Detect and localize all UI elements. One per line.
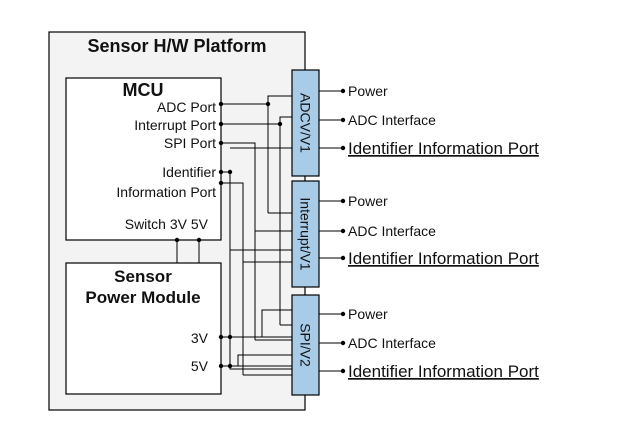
output-dot [340,145,346,151]
output-dot [340,88,346,94]
mcu-port-spi: SPI Port [164,135,216,151]
output-dots [340,88,346,374]
switch-wires [176,240,200,263]
switch-dot-5v [196,237,202,243]
junction-dot [218,169,224,175]
mcu-port-identifier: Identifier [162,164,216,180]
output-dot [340,255,346,261]
output-dot [340,117,346,123]
power-module-title-line1: Sensor [114,267,172,286]
mcu-port-interrupt: Interrupt Port [134,117,216,133]
junction-dot [218,101,224,107]
mcu-port-adc: ADC Port [157,99,216,115]
output-dot [340,368,346,374]
junction-dot [227,363,233,369]
connector-1-ident: Identifier Information Port [348,139,539,158]
connector-label-1: ADCV/V1 [298,93,314,153]
junction-dot [227,169,233,175]
connector-3-adc: ADC Interface [348,335,436,351]
output-dot [340,340,346,346]
connector-3-power: Power [348,306,388,322]
connector-2-adc: ADC Interface [348,223,436,239]
connector-1-adc: ADC Interface [348,112,436,128]
output-wires [319,90,343,372]
junction-dot [218,140,224,146]
switch-dot-3v [174,237,180,243]
platform-title: Sensor H/W Platform [87,36,266,56]
junction-dot [218,180,224,186]
junction-dot [227,334,233,340]
mcu-switch-label: Switch 3V 5V [125,216,209,232]
connector-box-1 [291,69,320,177]
connector-box-2 [291,180,320,288]
connector-label-2: Interrupt/V1 [298,197,314,270]
connector-2-ident: Identifier Information Port [348,249,539,268]
junction-dot [277,121,283,127]
connector-box-3 [291,294,320,396]
junction-dot [265,101,271,107]
mcu-box [65,77,222,241]
power-module-title-line2: Power Module [85,288,200,307]
connector-1-power: Power [348,83,388,99]
power-module-5v: 5V [191,358,209,374]
connector-2-power: Power [348,193,388,209]
mcu-title: MCU [123,80,164,100]
junction-dot [218,363,224,369]
connector-3-ident: Identifier Information Port [348,362,539,381]
junction-dot [218,121,224,127]
junction-dot [218,334,224,340]
connector-label-3: SPI/V2 [298,323,314,367]
output-dot [340,228,346,234]
mcu-port-information: Information Port [116,184,216,200]
output-dot [340,311,346,317]
power-module-3v: 3V [191,330,209,346]
bus-wires [221,95,292,376]
power-module-box [65,262,222,395]
output-dot [340,198,346,204]
junction-dots [218,101,283,369]
